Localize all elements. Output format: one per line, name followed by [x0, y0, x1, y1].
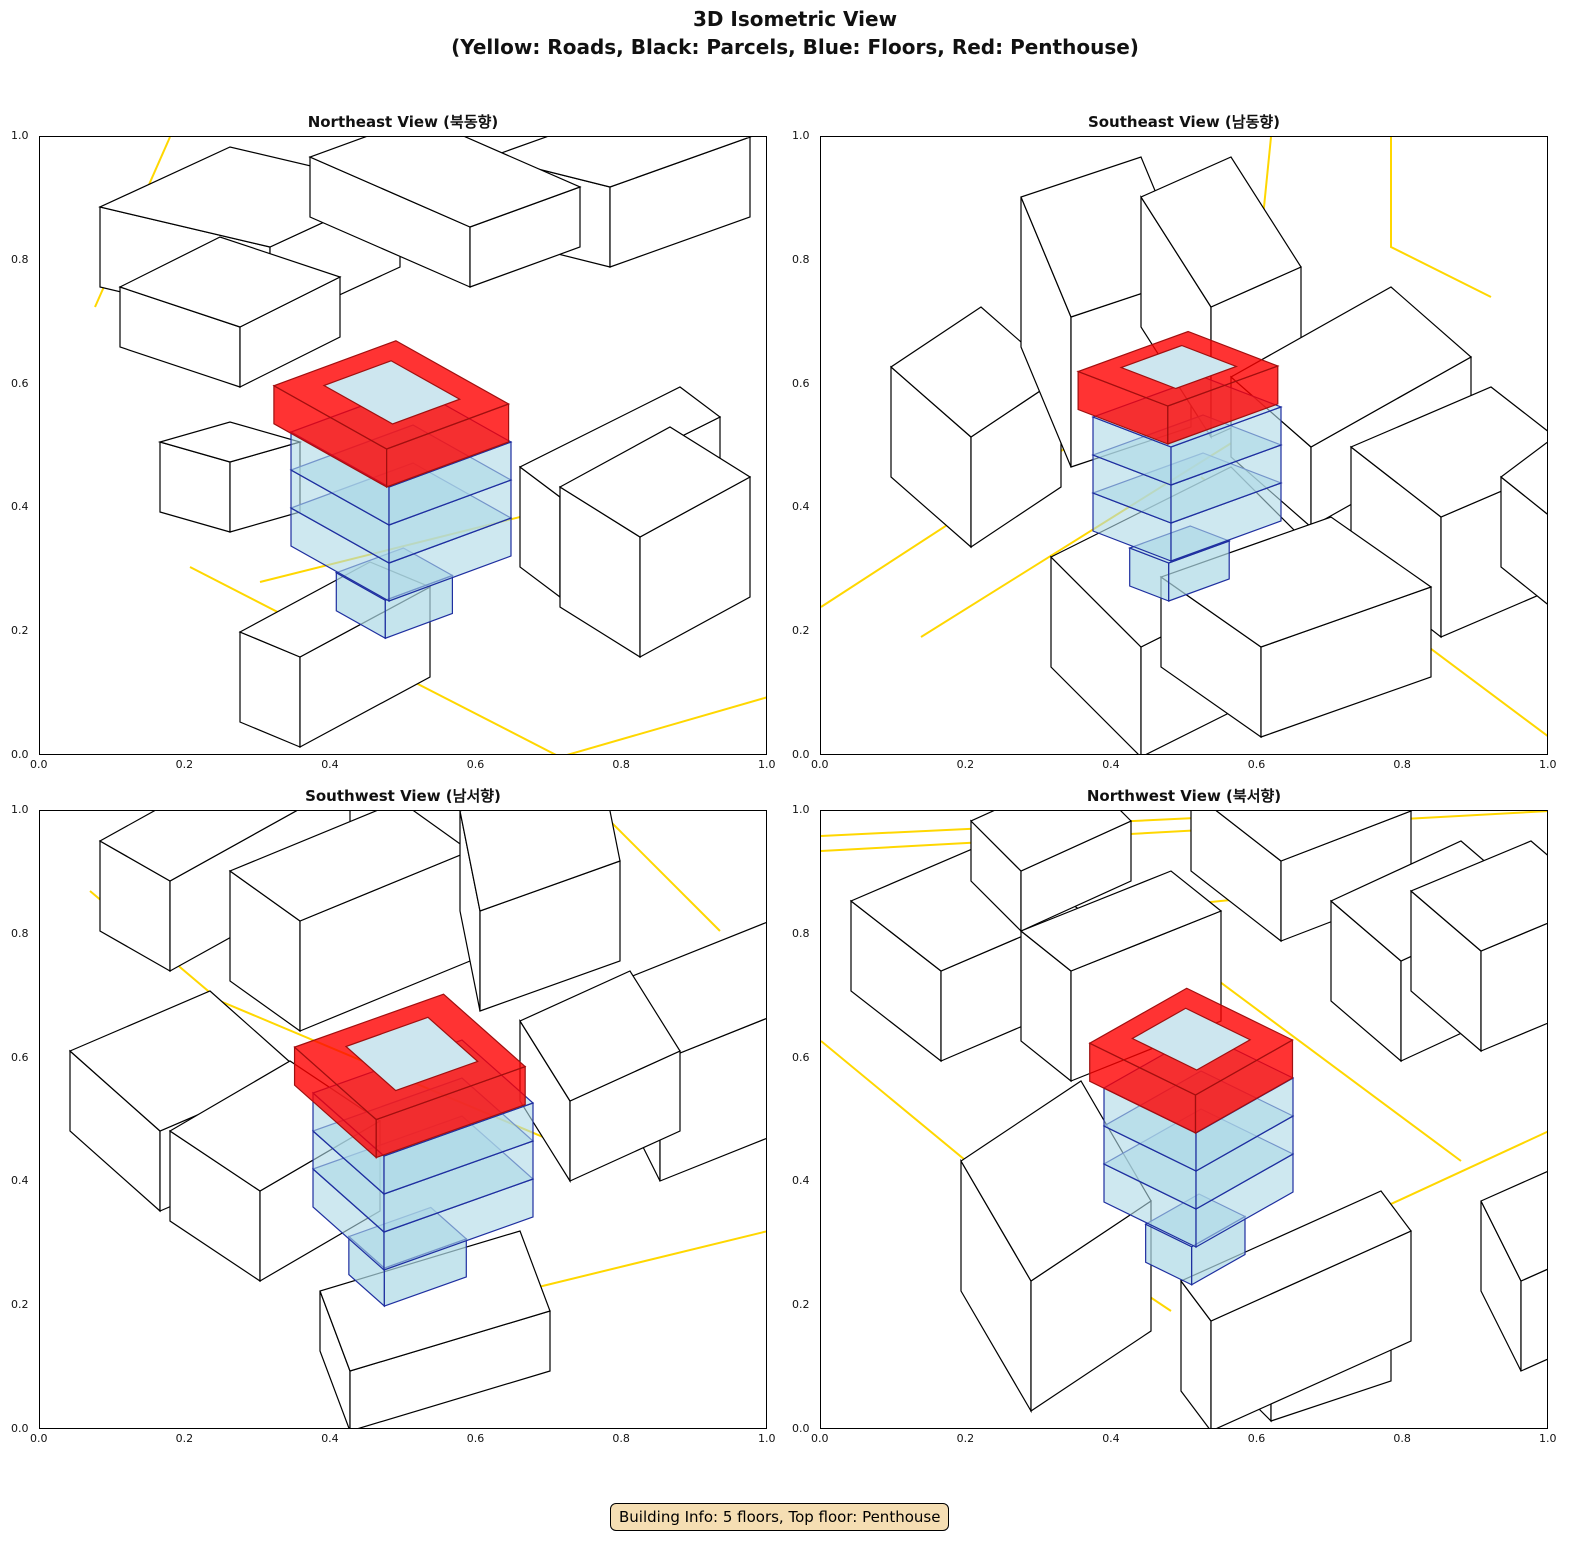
parcel-top: [1159, 516, 1433, 648]
y-tick-label: 0.4: [792, 1174, 810, 1188]
y-tick-label: 0.8: [792, 252, 810, 266]
parcel-top: [558, 426, 752, 538]
x-tick-label: 0.8: [1393, 758, 1411, 771]
parcel-top: [519, 970, 681, 1102]
x-tick-label: 0.4: [1102, 1432, 1120, 1445]
building-info-box: Building Info: 5 floors, Top floor: Pent…: [610, 1503, 950, 1531]
x-tick-label: 1.0: [1539, 758, 1557, 771]
parcel-face: [1480, 922, 1547, 1052]
parcel-top: [308, 137, 582, 228]
x-tick-label: 0.4: [321, 758, 339, 771]
road-line: [599, 811, 721, 932]
y-tick-label: 0.4: [792, 500, 810, 514]
parcel-face: [1520, 1268, 1547, 1372]
panel-title-southeast: Southeast View (남동향): [1087, 113, 1281, 131]
y-tick-label: 0.6: [792, 376, 810, 390]
x-tick-label: 0.6: [466, 758, 485, 771]
x-tick-label: 0.0: [811, 1432, 829, 1445]
y-tick-label: 0.0: [11, 748, 29, 761]
parcel-top: [890, 306, 1062, 438]
figure-title: 3D Isometric View (Yellow: Roads, Black: …: [0, 5, 1590, 61]
penthouse-courtyard: [1131, 1007, 1252, 1071]
axes-northeast: [39, 136, 767, 755]
scene-svg: [94, 137, 766, 754]
y-tick-label: 0.2: [792, 624, 810, 638]
parcel-top: [969, 811, 1133, 872]
parcel-face: [609, 137, 751, 268]
y-tick-label: 0.6: [11, 1050, 29, 1064]
y-tick-label: 0.2: [792, 1298, 810, 1312]
title-line-2: (Yellow: Roads, Black: Parcels, Blue: Fl…: [451, 35, 1139, 59]
y-tick-label: 0.0: [11, 1422, 29, 1435]
axes-northwest: [820, 810, 1548, 1429]
parcel-top: [1180, 1190, 1412, 1322]
x-tick-label: 0.4: [321, 1432, 339, 1445]
parcel-top: [228, 811, 472, 922]
x-tick-label: 0.0: [811, 758, 829, 771]
panel-title-northeast: Northeast View (북동향): [307, 113, 499, 131]
penthouse-courtyard: [344, 1016, 479, 1092]
x-tick-label: 1.0: [758, 758, 776, 771]
x-tick-label: 0.2: [175, 758, 194, 771]
y-tick-label: 0.8: [792, 926, 810, 940]
penthouse-courtyard: [1119, 344, 1239, 390]
penthouse-courtyard: [322, 360, 462, 425]
parcel-top: [1019, 870, 1223, 972]
scene-svg: [821, 811, 1547, 1428]
y-tick-label: 1.0: [11, 803, 29, 816]
x-tick-label: 0.0: [30, 1432, 48, 1445]
x-tick-label: 0.8: [612, 1432, 630, 1445]
parcel-top: [319, 1230, 551, 1372]
axes-southeast: [820, 136, 1548, 755]
y-tick-label: 1.0: [11, 129, 29, 142]
x-tick-label: 1.0: [758, 1432, 776, 1445]
parcel-top: [1500, 441, 1547, 515]
panel-title-southwest: Southwest View (남서향): [305, 787, 501, 805]
y-tick-label: 0.8: [11, 926, 29, 940]
panel-title-northwest: Northwest View (북서향): [1086, 787, 1282, 805]
parcel-top: [1140, 156, 1302, 308]
parcel-top: [157, 421, 303, 463]
y-tick-label: 0.2: [11, 624, 29, 638]
title-line-1: 3D Isometric View: [692, 7, 898, 31]
y-tick-label: 1.0: [792, 803, 810, 816]
y-tick-label: 0.6: [792, 1050, 810, 1064]
y-tick-label: 0.0: [792, 748, 810, 761]
y-tick-label: 0.8: [11, 252, 29, 266]
x-tick-label: 0.8: [612, 758, 630, 771]
road-line: [821, 811, 1362, 837]
road-line: [566, 696, 766, 754]
scene-svg: [68, 811, 766, 1428]
parcel-top: [1409, 840, 1547, 952]
x-tick-label: 0.2: [956, 758, 975, 771]
parcel-top: [1480, 1171, 1547, 1282]
x-tick-label: 0.6: [1247, 1432, 1266, 1445]
scene-svg: [821, 137, 1547, 754]
y-tick-label: 0.6: [11, 376, 29, 390]
x-tick-label: 0.0: [30, 758, 48, 771]
axes-southwest: [39, 810, 767, 1429]
y-tick-label: 1.0: [792, 129, 810, 142]
y-tick-label: 0.4: [11, 1174, 29, 1188]
x-tick-label: 0.4: [1102, 758, 1120, 771]
x-tick-label: 0.2: [956, 1432, 975, 1445]
y-tick-label: 0.0: [792, 1422, 810, 1435]
road-line: [1390, 137, 1492, 298]
y-tick-label: 0.2: [11, 1298, 29, 1312]
parcel-top: [118, 236, 342, 328]
x-tick-label: 0.6: [1247, 758, 1266, 771]
x-tick-label: 1.0: [1539, 1432, 1557, 1445]
y-tick-label: 0.4: [11, 500, 29, 514]
road-line: [821, 811, 1547, 852]
parcel-top: [1215, 811, 1413, 862]
parcel-top: [459, 811, 621, 912]
x-tick-label: 0.8: [1393, 1432, 1411, 1445]
parcel-top: [98, 811, 298, 882]
x-tick-label: 0.2: [175, 1432, 194, 1445]
x-tick-label: 0.6: [466, 1432, 485, 1445]
